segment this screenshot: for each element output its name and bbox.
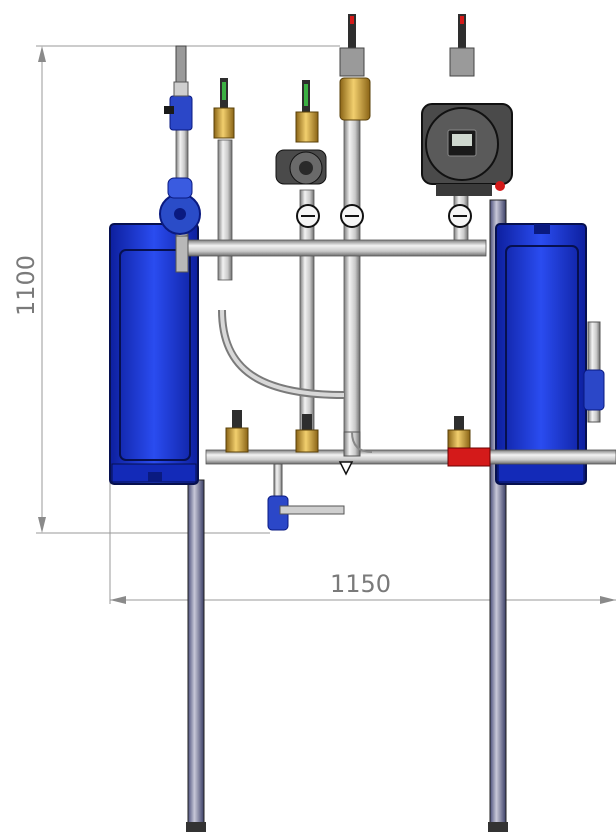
height-dimension: 1100 [12,45,340,534]
heat-exchanger-right [495,223,587,485]
height-label: 1100 [12,255,40,316]
lower-valve-3 [447,416,471,453]
pressure-gauge-2 [340,204,364,228]
thermometer-valve-2 [295,80,319,143]
heat-exchanger-left [109,223,199,485]
pressure-gauge-1 [296,204,320,228]
lower-header-pipe [205,431,616,465]
arrow-down-icon [38,517,46,533]
ball-valve-blue [159,177,201,235]
top-left-valve [164,45,193,131]
flexible-hose [218,309,345,399]
arrow-up-icon [38,46,46,62]
circulation-pump-large [421,103,513,196]
thermometer-valve-1 [213,78,235,139]
lower-valve-1 [225,410,249,453]
arrow-right-icon [600,596,616,604]
thermometer-valve-3 [339,14,371,121]
circulation-pump-small [275,149,327,185]
lower-valve-2 [295,414,319,453]
width-label: 1150 [330,570,391,598]
support-leg-left [186,479,206,832]
arrow-left-icon [110,596,126,604]
width-dimension: 1150 [109,470,616,604]
upper-header-pipe [175,235,487,273]
right-side-valve [583,321,605,423]
pressure-gauge-3 [448,204,472,228]
drain-valve [267,463,345,531]
red-fitting [447,447,491,467]
thermometer-valve-4 [449,14,475,77]
